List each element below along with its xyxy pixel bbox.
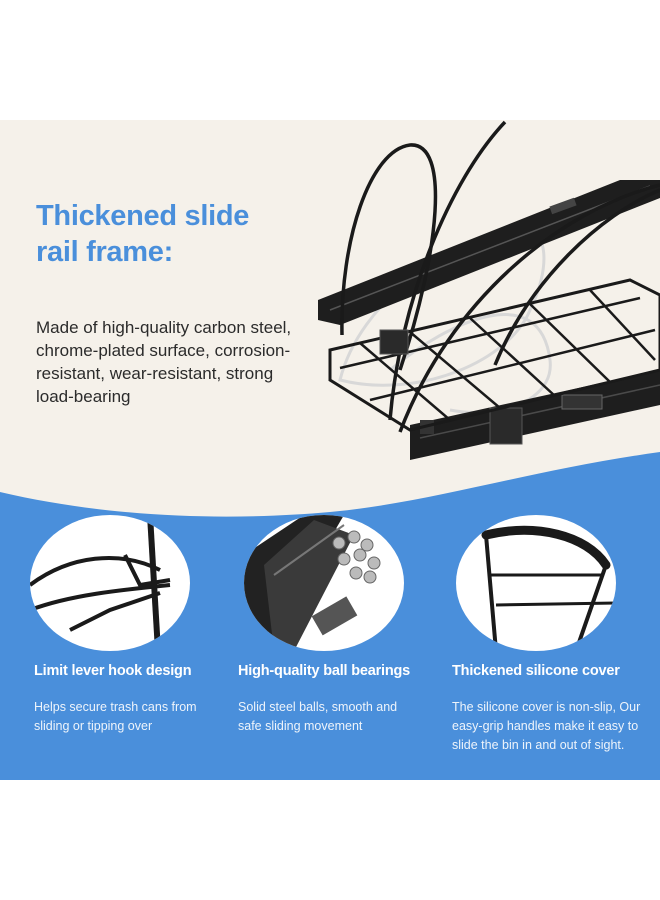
feature-title-silicone-cover: Thickened silicone cover xyxy=(452,663,620,679)
hook-detail-image xyxy=(30,515,190,651)
feature-description-silicone-cover: The silicone cover is non-slip, Our easy… xyxy=(452,700,641,752)
headline-line-1: Thickened slide xyxy=(36,200,250,232)
feature-title-ball-bearings: High-quality ball bearings xyxy=(238,663,411,679)
slide-rail-rack-image xyxy=(318,120,660,460)
headline: Thickened slide rail frame: xyxy=(36,198,316,270)
product-banner: Thickened slide rail frame: Made of high… xyxy=(0,120,660,780)
feature-description-hook: Helps secure trash cans from sliding or … xyxy=(34,700,197,733)
ball-bearing-detail-image xyxy=(244,515,404,651)
product-description: Made of high-quality carbon steel, chrom… xyxy=(36,318,292,406)
feature-description-ball-bearings: Solid steel balls, smooth and safe slidi… xyxy=(238,700,398,733)
silicone-cover-detail-image xyxy=(456,515,616,651)
headline-line-2: rail frame: xyxy=(36,236,173,268)
feature-title-hook: Limit lever hook design xyxy=(34,663,192,679)
